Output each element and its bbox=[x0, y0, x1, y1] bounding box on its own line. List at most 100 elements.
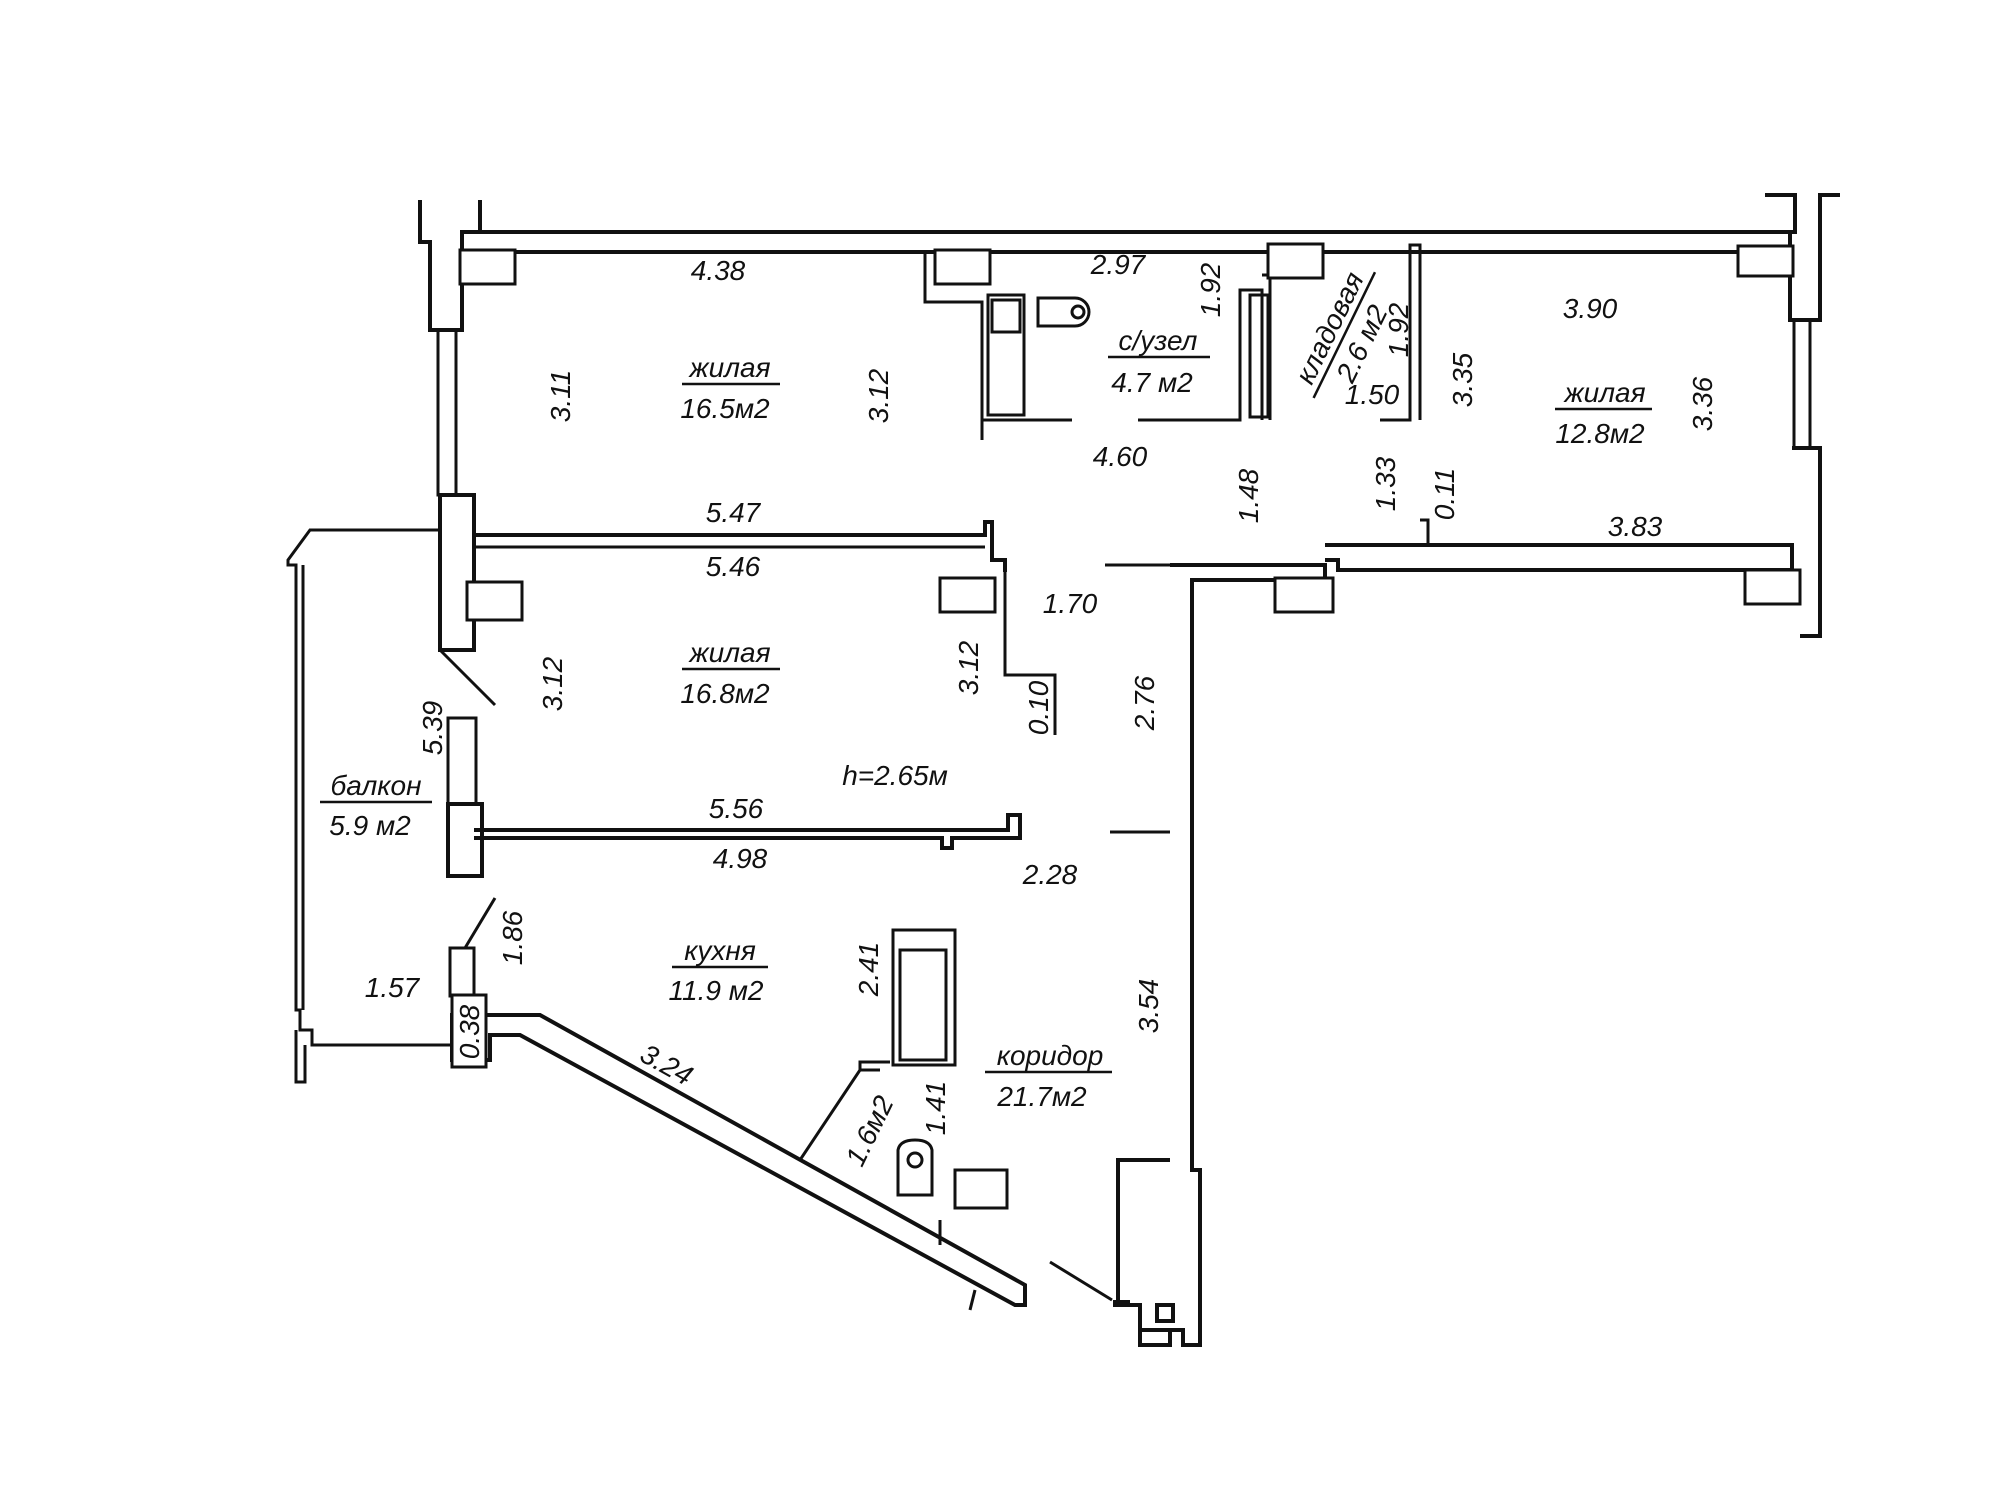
room-name: жилая bbox=[687, 352, 770, 383]
dimension-label: 5.47 bbox=[706, 497, 762, 528]
dimension-label: 1.57 bbox=[365, 972, 421, 1003]
dimension-label: 1.33 bbox=[1370, 456, 1401, 511]
door-stop-right bbox=[1420, 518, 1430, 545]
room-name: балкон bbox=[331, 770, 422, 801]
bedroom-divider-wall bbox=[474, 520, 1007, 572]
balcony-door-pier bbox=[446, 802, 484, 878]
dimension-label: 2.41 bbox=[853, 942, 884, 998]
bath-left-partition bbox=[923, 250, 984, 440]
dimension-label: 3.12 bbox=[863, 368, 894, 423]
ceiling-height: h=2.65м bbox=[842, 760, 948, 791]
room-bedroom-1: жилая 16.5м2 bbox=[680, 352, 780, 424]
room-area: 21.7м2 bbox=[996, 1081, 1087, 1112]
entrance-jamb bbox=[1138, 1330, 1172, 1347]
dimension-label: 1.41 bbox=[920, 1081, 951, 1136]
room-area: 1.6м2 bbox=[839, 1091, 899, 1171]
dimension-label: 3.36 bbox=[1687, 376, 1718, 431]
room-name: жилая bbox=[1562, 377, 1645, 408]
storage-right-wall bbox=[1380, 243, 1422, 422]
pantry-partition-2 bbox=[858, 1060, 890, 1070]
dimension-label: 1.92 bbox=[1195, 262, 1226, 317]
kitchen-door-swing bbox=[463, 897, 497, 949]
room-name: жилая bbox=[687, 637, 770, 668]
room-corridor: коридор 21.7м2 bbox=[985, 1040, 1112, 1112]
dimension-label: 0.11 bbox=[1429, 468, 1460, 520]
dimension-label: 4.98 bbox=[713, 843, 768, 874]
room-bathroom: с/узел 4.7 м2 bbox=[1108, 325, 1210, 398]
dimension-label: 1.92 bbox=[1383, 302, 1414, 357]
dimension-label: 1.86 bbox=[497, 910, 528, 965]
diagonal-wall-stub bbox=[968, 1289, 977, 1311]
kitchen-divider-wall bbox=[474, 813, 1022, 850]
right-room-bottom-wall bbox=[1325, 543, 1794, 572]
room-balcony: балкон 5.9 м2 bbox=[320, 770, 432, 841]
dimension-label: 3.11 bbox=[545, 370, 576, 422]
room-bedroom-3: жилая 12.8м2 bbox=[1555, 377, 1652, 449]
column-block bbox=[1743, 568, 1802, 606]
room-name: с/узел bbox=[1119, 325, 1198, 356]
fixtures bbox=[891, 293, 1270, 1197]
room-area: 16.8м2 bbox=[680, 678, 770, 709]
room-kitchen: кухня 11.9 м2 bbox=[669, 935, 768, 1006]
partition-stub-2 bbox=[1005, 673, 1057, 735]
dimension-label: 2.76 bbox=[1129, 675, 1160, 731]
dimension-label: 3.83 bbox=[1608, 511, 1663, 542]
dimension-label: 0.38 bbox=[454, 1004, 485, 1059]
dimension-label: 3.90 bbox=[1563, 293, 1618, 324]
dimension-label: 1.50 bbox=[1345, 379, 1400, 410]
columns bbox=[450, 242, 1802, 1210]
dimension-label: 1.48 bbox=[1233, 468, 1264, 523]
bathtub bbox=[986, 293, 1026, 417]
dimension-label: 4.38 bbox=[691, 255, 746, 286]
column-block bbox=[465, 580, 524, 622]
entrance-post bbox=[1155, 1303, 1175, 1323]
left-window bbox=[436, 328, 458, 497]
room-area: 4.7 м2 bbox=[1111, 367, 1193, 398]
room-name: кухня bbox=[684, 935, 756, 966]
kitchen-cabinet-inner bbox=[898, 948, 948, 1062]
balcony-end bbox=[294, 1030, 307, 1084]
column-block bbox=[1266, 242, 1325, 280]
column-block bbox=[450, 993, 488, 1069]
left-middle-column bbox=[438, 493, 476, 652]
room-bedroom-2: жилая 16.8м2 bbox=[680, 637, 780, 709]
dimension-label: 2.97 bbox=[1090, 249, 1147, 280]
bath-right-partition bbox=[1138, 288, 1264, 422]
room-name: коридор bbox=[997, 1040, 1104, 1071]
room-label-underline bbox=[1312, 271, 1377, 399]
room-labels: жилая 16.5м2 с/узел 4.7 м2 кладовая 2.6 … bbox=[320, 267, 1652, 1171]
dimension-label: 5.46 bbox=[706, 551, 761, 582]
dimension-label: 3.12 bbox=[537, 656, 568, 711]
balcony-door-swing bbox=[438, 648, 497, 707]
dimension-label: 3.35 bbox=[1447, 352, 1478, 407]
toilet-bowl-icon bbox=[1070, 304, 1086, 320]
column-block bbox=[1273, 576, 1335, 614]
column-block bbox=[953, 1168, 1009, 1210]
dimension-label: 3.54 bbox=[1133, 979, 1164, 1034]
kitchen-window-left bbox=[448, 946, 476, 998]
dimension-label: 2.28 bbox=[1022, 859, 1078, 890]
entrance-door-swing bbox=[1049, 1260, 1113, 1302]
dimension-label: 1.70 bbox=[1043, 588, 1098, 619]
dimension-label: 3.12 bbox=[953, 640, 984, 695]
entrance-wall bbox=[1113, 1158, 1170, 1332]
storage-shelf bbox=[1248, 293, 1270, 419]
balcony-door-glass bbox=[446, 716, 478, 806]
room-area: 5.9 м2 bbox=[329, 810, 411, 841]
dimension-label: 0.10 bbox=[1023, 680, 1054, 735]
toilet-icon bbox=[1036, 296, 1091, 328]
right-bottom-column bbox=[1792, 446, 1822, 638]
column-block bbox=[938, 576, 997, 614]
room-area: 11.9 м2 bbox=[669, 975, 764, 1006]
dimensions: 4.38 2.97 3.90 4.60 1.50 3.83 5.47 5.46 … bbox=[365, 249, 1718, 1135]
column-block bbox=[458, 248, 517, 286]
column-block bbox=[933, 248, 992, 286]
partition-stub bbox=[1003, 572, 1020, 677]
room-area: 16.5м2 bbox=[680, 393, 770, 424]
column-block bbox=[1736, 244, 1795, 278]
dimension-label: 5.56 bbox=[709, 793, 764, 824]
dimension-label: 4.60 bbox=[1093, 441, 1148, 472]
dimension-label: 5.39 bbox=[417, 701, 448, 756]
corridor-right-wall bbox=[1170, 563, 1327, 1347]
